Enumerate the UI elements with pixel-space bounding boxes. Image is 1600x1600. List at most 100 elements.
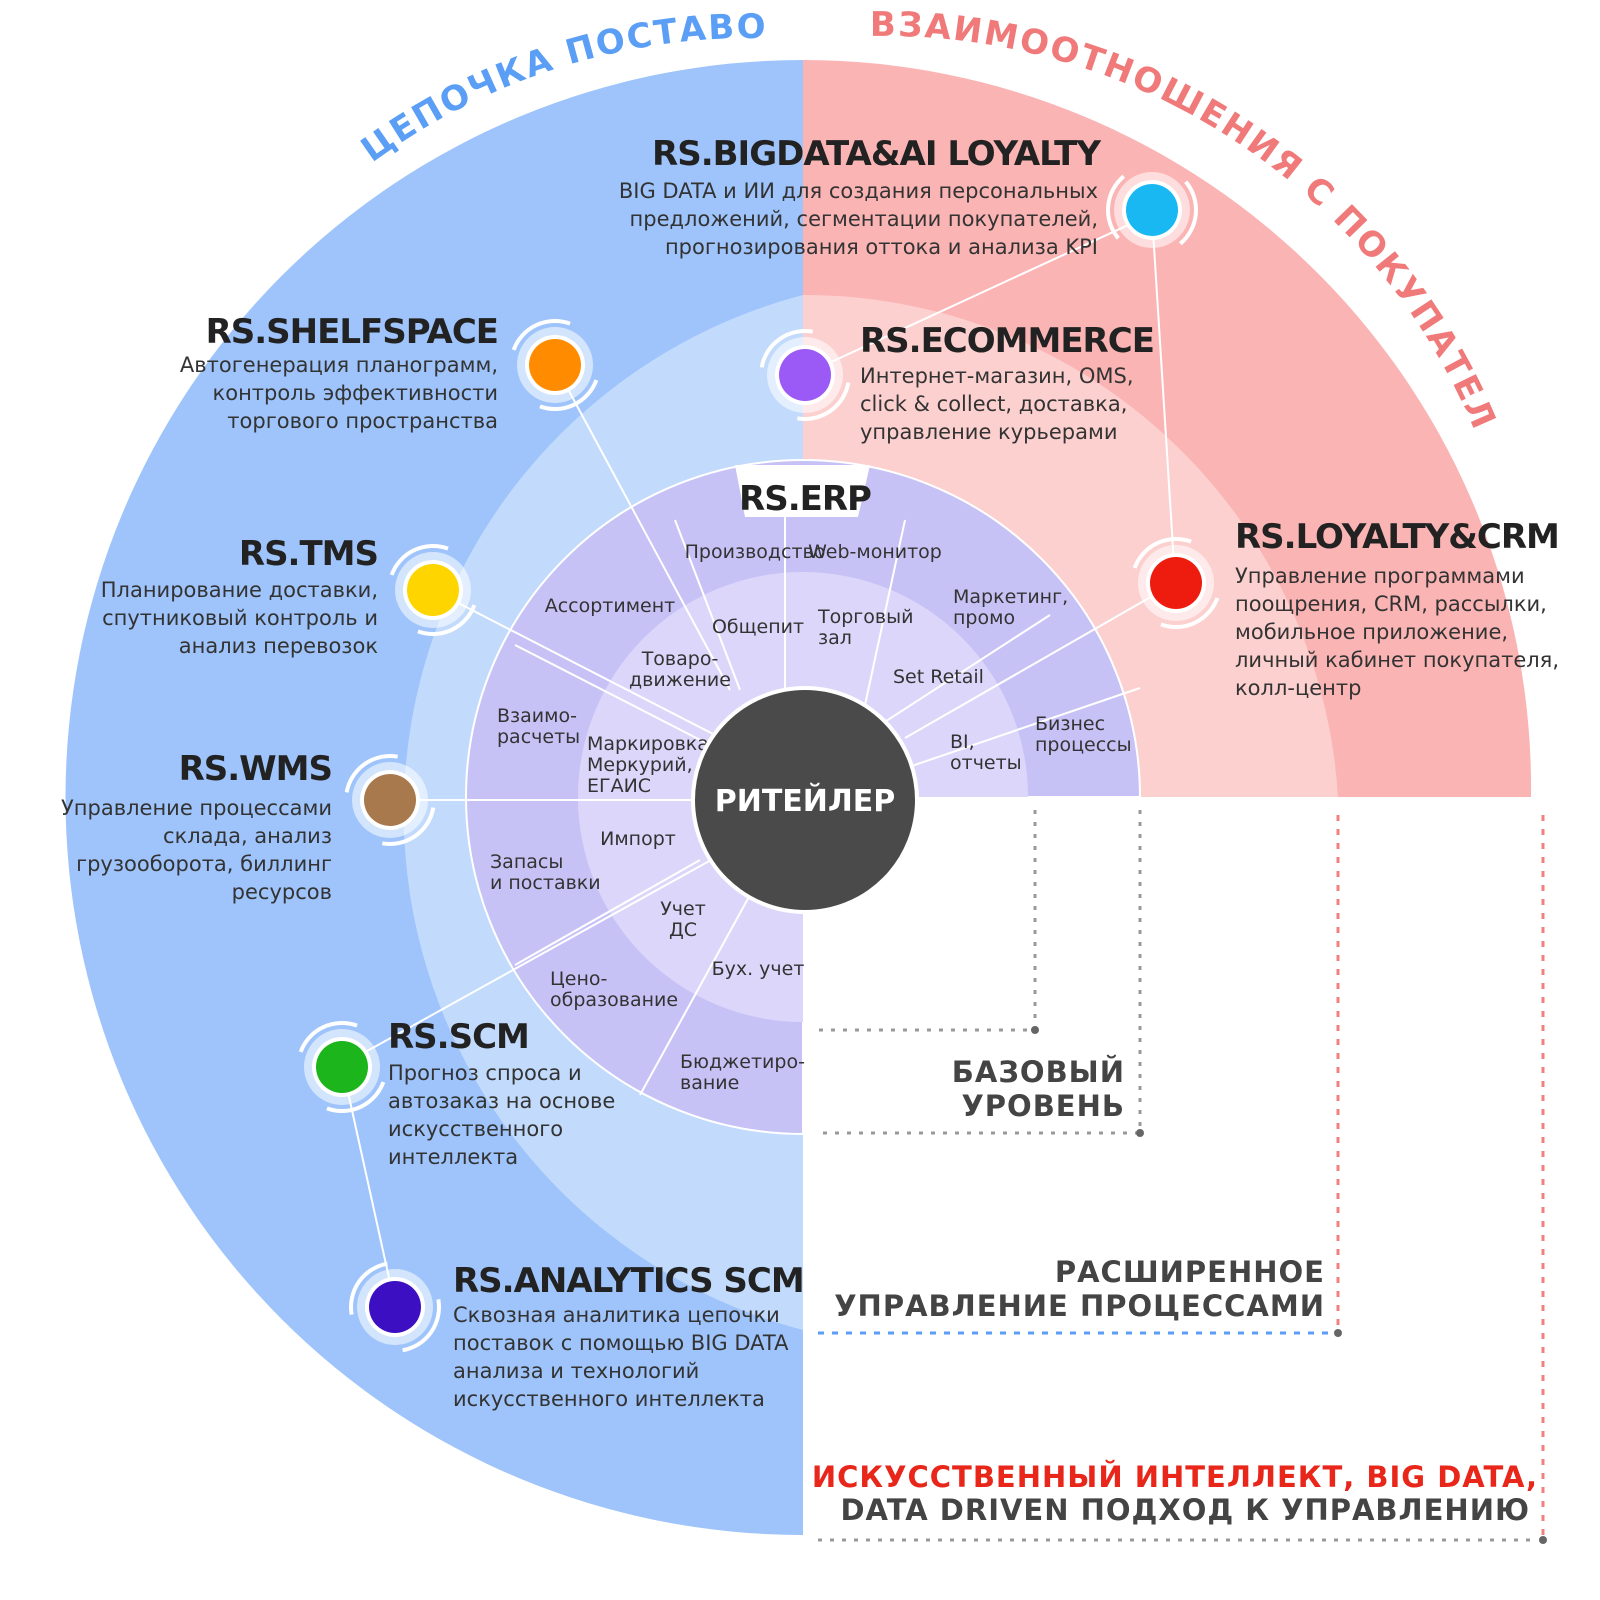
shelfspace-title: RS.SHELFSPACE bbox=[206, 312, 498, 352]
ai-level-dot bbox=[1539, 1536, 1547, 1544]
text-line: УПРАВЛЕНИЕ ПРОЦЕССАМИ bbox=[834, 1289, 1325, 1323]
shelfspace-node-ring bbox=[511, 319, 571, 351]
analytics-node bbox=[369, 1281, 421, 1333]
erp-outer-segment-label: Производство bbox=[685, 541, 826, 563]
analytics-node-ring bbox=[402, 1299, 441, 1353]
connector-scm bbox=[341, 854, 721, 1066]
text-line: Бух. учет bbox=[712, 958, 805, 980]
bigdata-node-ring bbox=[1178, 180, 1198, 246]
erp-divider bbox=[639, 894, 751, 1096]
shelfspace-node-ring bbox=[539, 379, 599, 411]
erp-inner-segment-label: BI,отчеты bbox=[950, 731, 1022, 774]
text-line: искусственного bbox=[388, 1117, 563, 1141]
wms-node-ring bbox=[382, 807, 436, 846]
connector-loyalty bbox=[904, 582, 1176, 739]
erp-divider bbox=[674, 519, 741, 691]
erp-title: RS.ERP bbox=[739, 479, 871, 519]
erp-inner-segment-label: Бух. учет bbox=[712, 958, 805, 980]
text-line: Планирование доставки, bbox=[101, 578, 378, 602]
tms-description: Планирование доставки, спутниковый контро… bbox=[101, 578, 378, 658]
text-line: ДС bbox=[669, 919, 697, 941]
bigdata-node-ring bbox=[1106, 174, 1126, 240]
ecommerce-node-ring bbox=[797, 382, 851, 421]
text-line: ЕГАИС bbox=[587, 775, 651, 797]
text-line: Сквозная аналитика цепочки bbox=[453, 1303, 780, 1327]
bigdata-node bbox=[1126, 184, 1178, 236]
text-line: Прогноз спроса и bbox=[388, 1061, 582, 1085]
text-line: Товаро- bbox=[641, 648, 719, 670]
analytics-title: RS.ANALYTICS SCM bbox=[453, 1261, 804, 1301]
text-line: Торговый bbox=[817, 606, 913, 628]
text-line: click & collect, доставка, bbox=[860, 392, 1127, 416]
text-line: управление курьерами bbox=[860, 420, 1117, 444]
text-line: и поставки bbox=[490, 872, 601, 894]
text-line: РАСШИРЕННОЕ bbox=[1055, 1255, 1325, 1289]
text-line: Бизнес bbox=[1035, 713, 1105, 735]
text-line: BI, bbox=[950, 731, 975, 753]
connector-shelfspace bbox=[554, 364, 731, 691]
ecommerce-description: Интернет-магазин, OMS,click & collect, д… bbox=[860, 364, 1134, 444]
text-line: Взаимо- bbox=[497, 705, 577, 727]
loyalty-title: RS.LOYALTY&CRM bbox=[1235, 517, 1559, 557]
text-line: Запасы bbox=[490, 851, 563, 873]
erp-divider bbox=[864, 519, 906, 706]
erp-outer-segment-label: Web-монитор bbox=[808, 541, 942, 563]
center-node: РИТЕЙЛЕР bbox=[691, 686, 919, 914]
wms-node-ring bbox=[344, 754, 398, 793]
erp-divider bbox=[879, 614, 1051, 726]
scm-node bbox=[316, 1041, 368, 1093]
erp-inner-segment-label: Маркировка,Меркурий,ЕГАИС bbox=[587, 733, 715, 797]
ecommerce-node bbox=[779, 349, 831, 401]
erp-inner-segment-label: Общепит bbox=[712, 616, 804, 638]
connector-ecommerce bbox=[802, 214, 1151, 376]
text-line: Управление процессами bbox=[61, 796, 332, 820]
text-line: анализа и технологий bbox=[453, 1359, 699, 1383]
scm-node-ring bbox=[326, 1081, 386, 1113]
text-line: расчеты bbox=[497, 726, 580, 748]
text-line: склада, анализ bbox=[163, 824, 332, 848]
product-tms: RS.TMS Планирование доставки, спутниковый … bbox=[101, 534, 477, 658]
tms-title: RS.TMS bbox=[239, 534, 378, 574]
text-line: Set Retail bbox=[893, 666, 984, 688]
erp-outer-segment-label: Маркетинг,промо bbox=[953, 586, 1068, 629]
text-line: колл-центр bbox=[1235, 676, 1361, 700]
text-line: спутниковый контроль и bbox=[102, 606, 378, 630]
text-line: Цено- bbox=[550, 968, 607, 990]
text-line: зал bbox=[818, 627, 852, 649]
text-line: Автогенерация планограмм, bbox=[180, 353, 498, 377]
erp-outer-segment-label: Ассортимент bbox=[545, 595, 676, 617]
text-line: прогнозирования оттока и анализа KPI bbox=[665, 235, 1098, 259]
base-level-dot-outer bbox=[1136, 1129, 1144, 1137]
erp-outer-segment-label: Взаимо-расчеты bbox=[497, 705, 580, 748]
base-level-dot-inner bbox=[1031, 1026, 1039, 1034]
text-line: движение bbox=[629, 669, 731, 691]
erp-divider bbox=[899, 687, 1141, 771]
text-line: Web-монитор bbox=[808, 541, 942, 563]
text-line: Маркировка, bbox=[587, 733, 715, 755]
text-line: Ассортимент bbox=[545, 595, 676, 617]
text-line: мобильное приложение, bbox=[1235, 620, 1508, 644]
tms-node-ring bbox=[417, 604, 477, 636]
text-line: контроль эффективности bbox=[213, 381, 498, 405]
text-line: поощрения, CRM, рассылки, bbox=[1235, 592, 1547, 616]
ecommerce-title: RS.ECOMMERCE bbox=[860, 321, 1154, 361]
erp-outer-ring bbox=[465, 459, 1142, 1136]
wms-node bbox=[364, 774, 416, 826]
text-line: вание bbox=[680, 1072, 739, 1094]
erp-segment-labels: ПроизводствоWeb-мониторМаркетинг,промоБи… bbox=[490, 541, 1132, 1094]
erp-outer-segment-label: Цено-образование bbox=[550, 968, 678, 1011]
text-line: Учет bbox=[660, 898, 706, 920]
